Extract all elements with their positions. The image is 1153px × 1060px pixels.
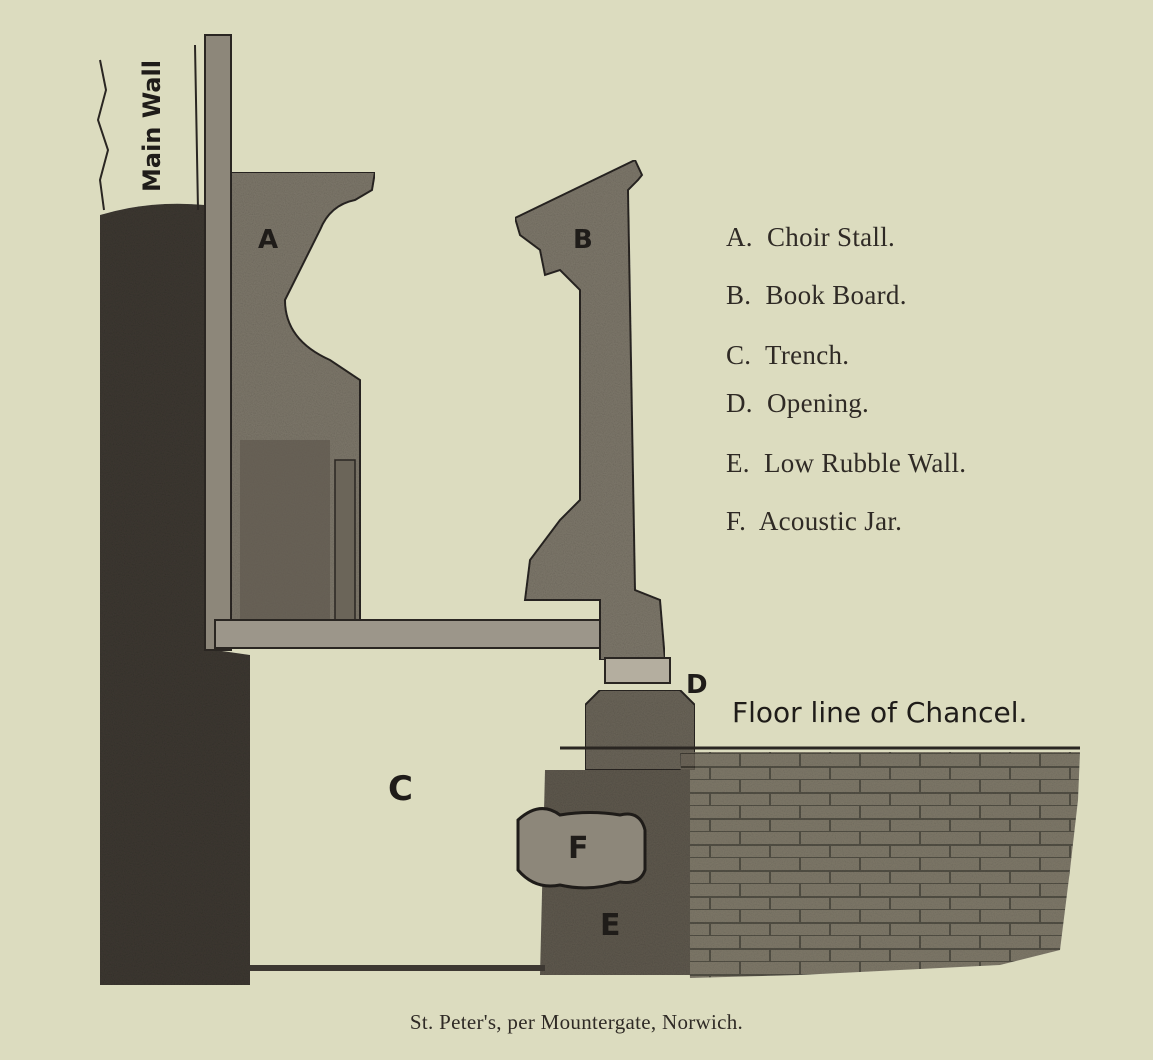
book-board [513, 158, 667, 661]
stall-leg [334, 459, 356, 621]
legend-item-b: B. Book Board. [726, 280, 907, 311]
stall-floor-board [214, 619, 611, 649]
legend-item-c: C. Trench. [726, 340, 849, 371]
legend-item-a: A. Choir Stall. [726, 222, 895, 253]
legend-item-e: E. Low Rubble Wall. [726, 448, 966, 479]
label-c: C [388, 769, 413, 809]
legend-text: Low Rubble Wall. [763, 448, 967, 478]
legend-item-d: D. Opening. [726, 388, 869, 419]
legend-text: Choir Stall. [766, 222, 896, 252]
main-wall-top-outline [96, 44, 199, 211]
opening-upper-block [604, 657, 671, 684]
legend-key: D. [726, 388, 753, 418]
legend-item-f: F. Acoustic Jar. [726, 506, 902, 537]
opening-lower-block [584, 689, 696, 771]
label-a: A [258, 225, 278, 255]
label-b: B [573, 225, 593, 255]
label-f: F [568, 831, 589, 866]
stall-seat-shadow [240, 440, 330, 620]
legend-text: Acoustic Jar. [758, 506, 903, 536]
legend-key: B. [726, 280, 752, 310]
wall-board [204, 34, 232, 651]
label-e: E [600, 908, 621, 943]
label-d: D [686, 670, 708, 700]
label-main-wall: Main Wall [138, 60, 166, 192]
legend-key: E. [726, 448, 750, 478]
figure-caption: St. Peter's, per Mountergate, Norwich. [409, 1010, 744, 1034]
acoustic-jar [516, 807, 647, 890]
legend-text: Trench. [764, 340, 850, 370]
label-floor-line: Floor line of Chancel. [732, 696, 1027, 729]
legend-text: Opening. [766, 388, 870, 418]
legend-key: A. [726, 222, 753, 252]
legend-key: F. [726, 506, 747, 536]
legend-key: C. [726, 340, 752, 370]
legend-text: Book Board. [765, 280, 907, 310]
chancel-rubble [680, 752, 1080, 978]
